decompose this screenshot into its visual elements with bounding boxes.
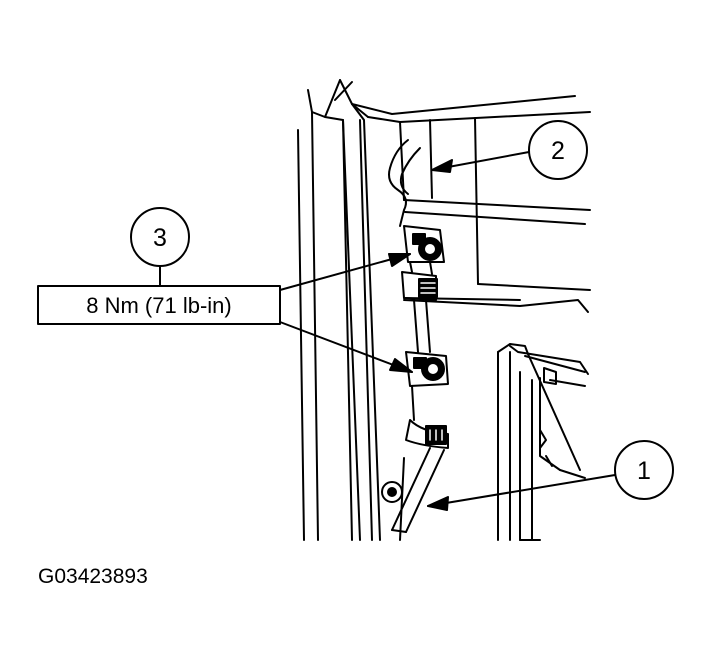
callout-3: 3 8 Nm (71 lb-in)	[37, 207, 413, 373]
callout-3-number: 3	[153, 224, 167, 252]
callout-2: 2	[431, 120, 588, 180]
door-frame	[297, 79, 591, 541]
callout-1-number: 1	[637, 457, 651, 485]
callout-2-number: 2	[551, 137, 565, 165]
cable-clip-icon	[418, 278, 438, 298]
lower-bolt-icon	[413, 357, 445, 381]
connector-icon	[425, 425, 447, 445]
torque-label-box	[37, 285, 281, 325]
radiator-support	[497, 343, 589, 541]
torque-label: 8 Nm (71 lb-in)	[86, 293, 231, 318]
latch-cable	[388, 139, 591, 227]
release-cable	[381, 447, 445, 541]
upper-bolt-icon	[412, 233, 442, 261]
callout-1: 1	[427, 440, 674, 511]
figure-id: G03423893	[38, 565, 148, 588]
